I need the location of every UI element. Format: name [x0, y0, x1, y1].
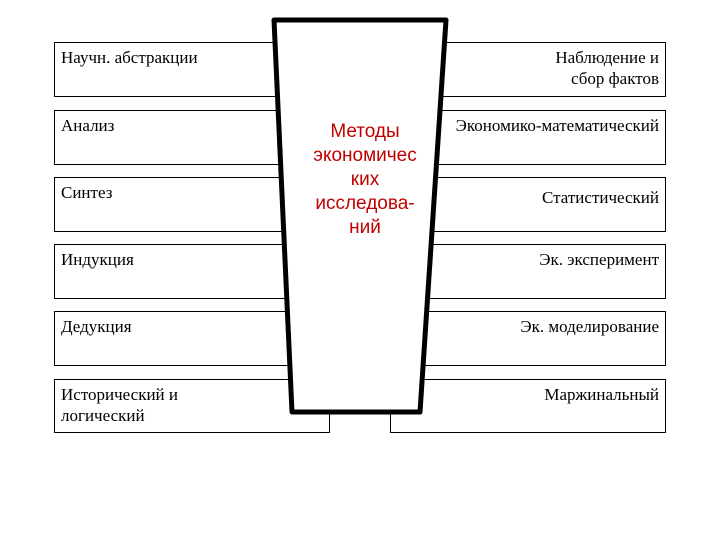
right-method-box-2: Экономико-математический	[432, 110, 666, 165]
right-method-label: Эк. эксперимент	[539, 250, 659, 269]
right-method-label: Статистический	[542, 188, 659, 207]
left-method-label: Научн. абстракции	[61, 48, 198, 67]
left-method-label: Анализ	[61, 116, 115, 135]
left-method-box-6: Исторический и логический	[54, 379, 330, 433]
right-method-label: Эк. моделирование	[520, 317, 659, 336]
center-title: Методы экономичес ких исследова- ний	[313, 121, 417, 238]
left-method-label: Синтез	[61, 183, 113, 202]
left-method-box-4: Индукция	[54, 244, 292, 299]
left-method-box-1: Научн. абстракции	[54, 42, 292, 97]
right-method-box-4: Эк. эксперимент	[426, 244, 666, 299]
left-method-box-3: Синтез	[54, 177, 292, 232]
left-method-box-5: Дедукция	[54, 311, 292, 366]
left-method-label: Индукция	[61, 250, 134, 269]
right-method-label: Экономико-математический	[455, 116, 659, 135]
right-method-label: Наблюдение и сбор фактов	[555, 48, 659, 88]
left-method-label: Исторический и логический	[61, 385, 178, 425]
right-method-box-6: Маржинальный	[390, 379, 666, 433]
right-method-label: Маржинальный	[544, 385, 659, 404]
right-method-box-5: Эк. моделирование	[422, 311, 666, 366]
right-method-box-3: Статистический	[430, 177, 666, 232]
right-method-box-1: Наблюдение и сбор фактов	[438, 42, 666, 97]
left-method-label: Дедукция	[61, 317, 132, 336]
